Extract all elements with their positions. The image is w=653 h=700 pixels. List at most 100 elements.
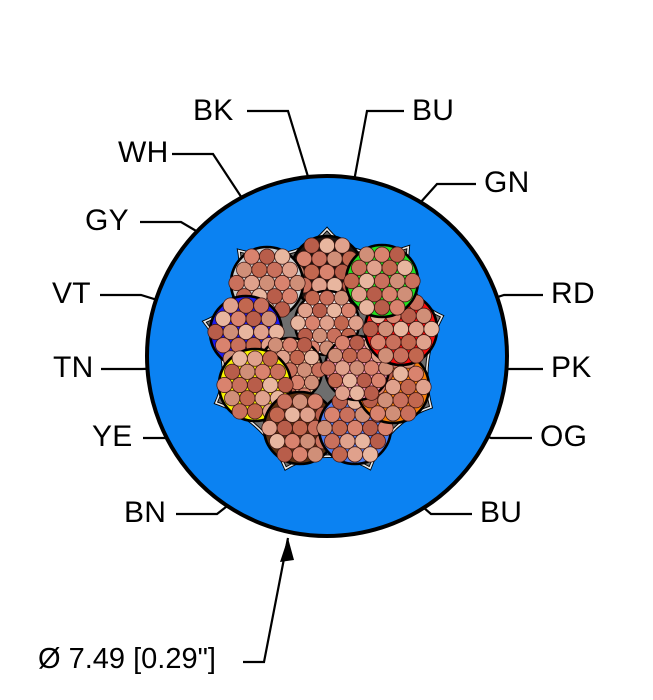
- conductor-gray-strand: [281, 261, 298, 278]
- conductor-yellow-strand: [246, 376, 264, 394]
- conductor-blue-light-strand: [346, 419, 364, 437]
- callout-gn: GN: [484, 166, 530, 199]
- conductor-violet-strand: [237, 323, 255, 341]
- callout-tn: TN: [53, 351, 94, 384]
- conductor-red-strand: [392, 347, 410, 364]
- conductor-white-strand: [341, 302, 357, 319]
- conductor-green-strand: [389, 246, 406, 263]
- conductor-yellow-strand: [262, 376, 279, 394]
- diameter-leader: [243, 537, 294, 664]
- conductor-green-strand: [366, 259, 383, 276]
- conductor-yellow-strand: [239, 363, 256, 380]
- conductor-tan-strand: [282, 337, 298, 353]
- conductor-gray-strand: [243, 248, 260, 265]
- conductor-white-strand: [319, 315, 335, 331]
- conductor-tan-strand: [267, 337, 284, 353]
- conductor-white-strand: [304, 290, 321, 306]
- conductor-green-strand: [373, 299, 391, 316]
- conductor-red-strand: [408, 320, 425, 338]
- conductor-green-strand: [351, 259, 368, 276]
- conductor-blue-light-strand: [339, 406, 356, 423]
- callout-og: OG: [540, 420, 587, 453]
- conductor-yellow-strand: [254, 363, 271, 380]
- conductor-pink-strand: [327, 372, 343, 389]
- conductor-yellow-strand: [224, 390, 241, 407]
- conductor-green: [343, 243, 421, 319]
- conductor-red-strand: [423, 320, 440, 338]
- callout-bu-inner: BU: [480, 496, 522, 529]
- conductor-white-strand: [312, 327, 328, 344]
- callout-vt: VT: [52, 277, 91, 310]
- conductor-red-strand: [377, 347, 394, 364]
- conductor-black-strand: [303, 237, 320, 254]
- conductor-brown-strand: [284, 406, 301, 423]
- conductor-brown-strand: [276, 393, 293, 410]
- conductor-green-strand: [396, 286, 413, 303]
- conductor-green-strand: [381, 259, 398, 276]
- conductor-yellow-strand: [277, 376, 294, 394]
- conductor-yellow-strand: [239, 390, 256, 407]
- conductor-green-strand: [358, 299, 375, 316]
- conductor-white-strand: [312, 302, 328, 319]
- conductor-gray-strand: [251, 261, 268, 278]
- diameter-leader-line: [243, 537, 290, 664]
- conductor-brown-strand: [307, 393, 324, 410]
- callout-gy: GY: [85, 204, 129, 237]
- conductor-violet-strand: [253, 297, 270, 314]
- conductor-white-strand: [333, 315, 350, 331]
- conductor-orange-strand: [400, 378, 417, 396]
- conductor-tan-strand: [289, 349, 305, 366]
- conductor-green-strand: [389, 272, 406, 290]
- conductor-gray-strand: [266, 288, 283, 305]
- conductor-violet-strand: [207, 323, 224, 341]
- conductor-violet: [207, 294, 285, 370]
- conductor-pink-strand: [356, 347, 372, 364]
- conductor-pink-strand: [320, 360, 336, 376]
- conductor-red-strand: [377, 320, 394, 338]
- conductor-violet-strand: [237, 297, 255, 314]
- conductor-blue-light-strand: [339, 433, 356, 450]
- conductor-orange-strand: [384, 378, 402, 396]
- conductor-brown-strand: [261, 419, 278, 437]
- conductor-black-strand: [303, 263, 320, 281]
- conductor-pink-strand: [363, 360, 380, 376]
- conductor-gray-strand: [281, 288, 298, 305]
- conductor-blue-light-strand: [324, 406, 341, 423]
- callout-wh: WH: [118, 136, 169, 169]
- conductor-pink-strand: [356, 372, 372, 389]
- conductor-violet-strand: [222, 297, 239, 314]
- conductor-violet-strand: [230, 310, 247, 327]
- conductor-red-strand: [415, 307, 432, 324]
- conductor-pink-strand: [334, 385, 351, 401]
- conductor-brown-strand: [284, 433, 301, 450]
- conductor-pink-strand: [349, 385, 365, 401]
- conductor-blue-light-strand: [346, 446, 364, 463]
- conductor-violet-strand: [215, 310, 232, 327]
- callout-bu-jacket-leader: [350, 109, 404, 193]
- conductor-blue-light-strand: [331, 419, 348, 437]
- conductor-orange-strand: [369, 405, 386, 422]
- conductor-pink-strand: [334, 360, 351, 376]
- conductor-blue-light-strand: [362, 446, 379, 463]
- conductor-violet-strand: [245, 310, 262, 327]
- conductor-violet-strand: [260, 310, 277, 327]
- conductor-pink-strand: [349, 360, 365, 376]
- conductor-violet-strand: [215, 337, 232, 354]
- conductor-brown-strand: [276, 419, 293, 437]
- conductor-tan-strand: [296, 337, 313, 353]
- diameter-arrow-head: [280, 538, 294, 562]
- conductor-white-strand: [348, 315, 364, 331]
- conductor-brown-strand: [307, 446, 324, 463]
- conductor-green-strand: [389, 299, 406, 316]
- conductor-green-strand: [358, 246, 375, 263]
- conductor-black-strand: [318, 237, 336, 254]
- conductor-brown-strand: [299, 406, 316, 423]
- conductor-red-strand: [370, 334, 387, 351]
- conductor-group: [207, 234, 440, 466]
- conductor-orange-strand: [415, 378, 432, 396]
- conductor-white-strand: [333, 290, 350, 306]
- conductor-yellow-strand: [246, 350, 264, 367]
- conductor-pink-strand: [334, 335, 351, 351]
